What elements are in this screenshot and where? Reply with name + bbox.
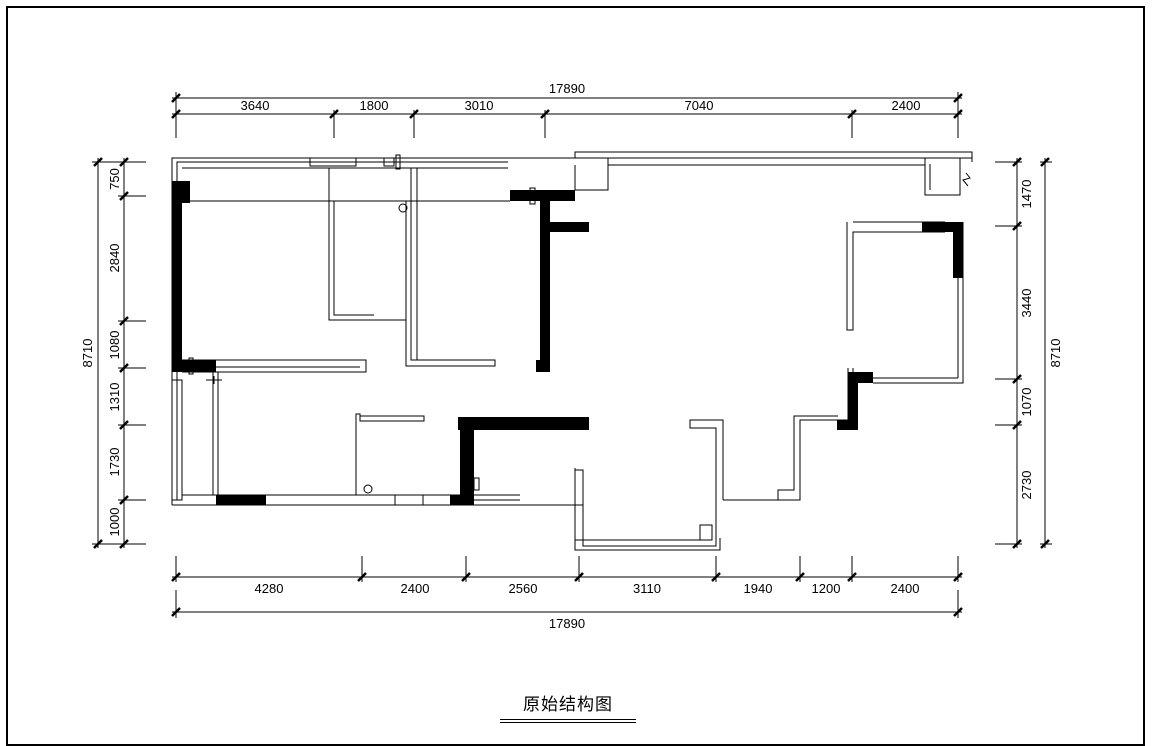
dim-top-3: 3010 bbox=[465, 98, 494, 113]
dim-left-1: 750 bbox=[107, 168, 122, 190]
dim-right-total: 8710 bbox=[1048, 339, 1063, 368]
title-underline bbox=[500, 719, 636, 720]
drawing-title-block: 原始结构图 bbox=[500, 690, 636, 723]
dim-top-5: 2400 bbox=[892, 98, 921, 113]
dim-bottom-3: 2560 bbox=[509, 581, 538, 596]
dim-left-total: 8710 bbox=[80, 339, 95, 368]
dim-left-6: 1000 bbox=[107, 508, 122, 537]
dim-bottom-total: 17890 bbox=[549, 616, 585, 631]
dim-top-total: 17890 bbox=[549, 81, 585, 96]
dim-left-4: 1310 bbox=[107, 383, 122, 412]
dim-top-4: 7040 bbox=[685, 98, 714, 113]
drawing-title: 原始结构图 bbox=[523, 695, 613, 715]
dim-left-5: 1730 bbox=[107, 448, 122, 477]
dim-right-4: 2730 bbox=[1019, 471, 1034, 500]
dim-right-2: 3440 bbox=[1019, 289, 1034, 318]
wall-outlines bbox=[171, 151, 973, 551]
dim-bottom-6: 1200 bbox=[812, 581, 841, 596]
title-underline-2 bbox=[500, 722, 636, 723]
dimension-labels: 17890 3640 1800 3010 7040 2400 4280 2400… bbox=[80, 81, 1063, 631]
dim-left-2: 2840 bbox=[107, 244, 122, 273]
dimension-lines bbox=[92, 92, 1052, 618]
dimension-ticks bbox=[93, 93, 1050, 617]
dim-bottom-4: 3110 bbox=[633, 581, 661, 596]
dim-bottom-5: 1940 bbox=[744, 581, 773, 596]
dim-right-1: 1470 bbox=[1019, 180, 1034, 209]
dim-top-1: 3640 bbox=[241, 98, 270, 113]
dim-left-3: 1080 bbox=[107, 331, 122, 360]
dim-bottom-7: 2400 bbox=[891, 581, 920, 596]
structural-columns bbox=[172, 181, 963, 505]
dim-bottom-2: 2400 bbox=[401, 581, 430, 596]
dim-top-2: 1800 bbox=[360, 98, 389, 113]
dim-bottom-1: 4280 bbox=[255, 581, 284, 596]
dim-right-3: 1070 bbox=[1019, 388, 1034, 417]
